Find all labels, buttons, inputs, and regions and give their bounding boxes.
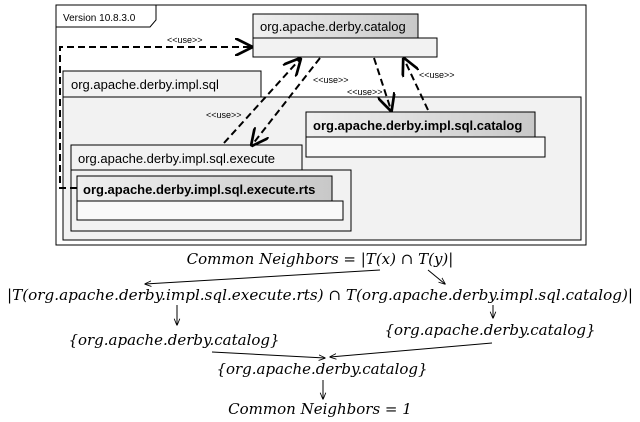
formula-arrow [211, 351, 325, 358]
formula-line-1: Common Neighbors = |T(x) ∩ T(y)| [187, 250, 454, 268]
formula-set-right: {org.apache.derby.catalog} [384, 321, 595, 339]
dependency-catalog-to-execute [252, 57, 321, 145]
dependency-impl-sql-catalog-to-catalog [404, 59, 429, 111]
package-catalog-label: org.apache.derby.catalog [260, 19, 406, 34]
use-label: <<use>> [206, 110, 242, 120]
formula-set-left: {org.apache.derby.catalog} [68, 331, 279, 349]
use-label: <<use>> [347, 87, 383, 97]
package-catalog: org.apache.derby.catalog [252, 13, 438, 58]
use-labels: <<use>> <<use>> <<use>> <<use>> <<use>> [167, 35, 455, 120]
use-label: <<use>> [419, 70, 455, 80]
package-impl-sql-execute-rts: org.apache.derby.impl.sql.execute.rts [76, 175, 344, 221]
dependency-arrows [59, 47, 429, 189]
package-impl-sql-execute-label: org.apache.derby.impl.sql.execute [78, 151, 275, 166]
package-impl-sql-label: org.apache.derby.impl.sql [71, 77, 219, 92]
formula-arrow [330, 342, 493, 357]
use-label: <<use>> [313, 75, 349, 85]
package-impl-sql-catalog-label: org.apache.derby.impl.sql.catalog [313, 118, 522, 133]
dependency-execute-to-catalog [223, 59, 300, 144]
formula-arrow [145, 269, 381, 284]
formula-arrows [145, 269, 493, 399]
package-impl-sql-catalog: org.apache.derby.impl.sql.catalog [305, 111, 546, 158]
formula-line-2: |T(org.apache.derby.impl.sql.execute.rts… [7, 286, 633, 304]
formula-derivation: Common Neighbors = |T(x) ∩ T(y)| |T(org.… [7, 250, 633, 418]
formula-arrow [427, 269, 445, 284]
formula-set-result: {org.apache.derby.catalog} [216, 360, 427, 378]
formula-result: Common Neighbors = 1 [228, 400, 412, 418]
dependency-catalog-to-impl-sql-catalog [373, 57, 391, 110]
package-impl-sql-execute-rts-label: org.apache.derby.impl.sql.execute.rts [83, 182, 315, 197]
use-label: <<use>> [167, 35, 203, 45]
version-label: Version 10.8.3.0 [63, 13, 136, 24]
dependency-rts-to-catalog [59, 47, 251, 189]
